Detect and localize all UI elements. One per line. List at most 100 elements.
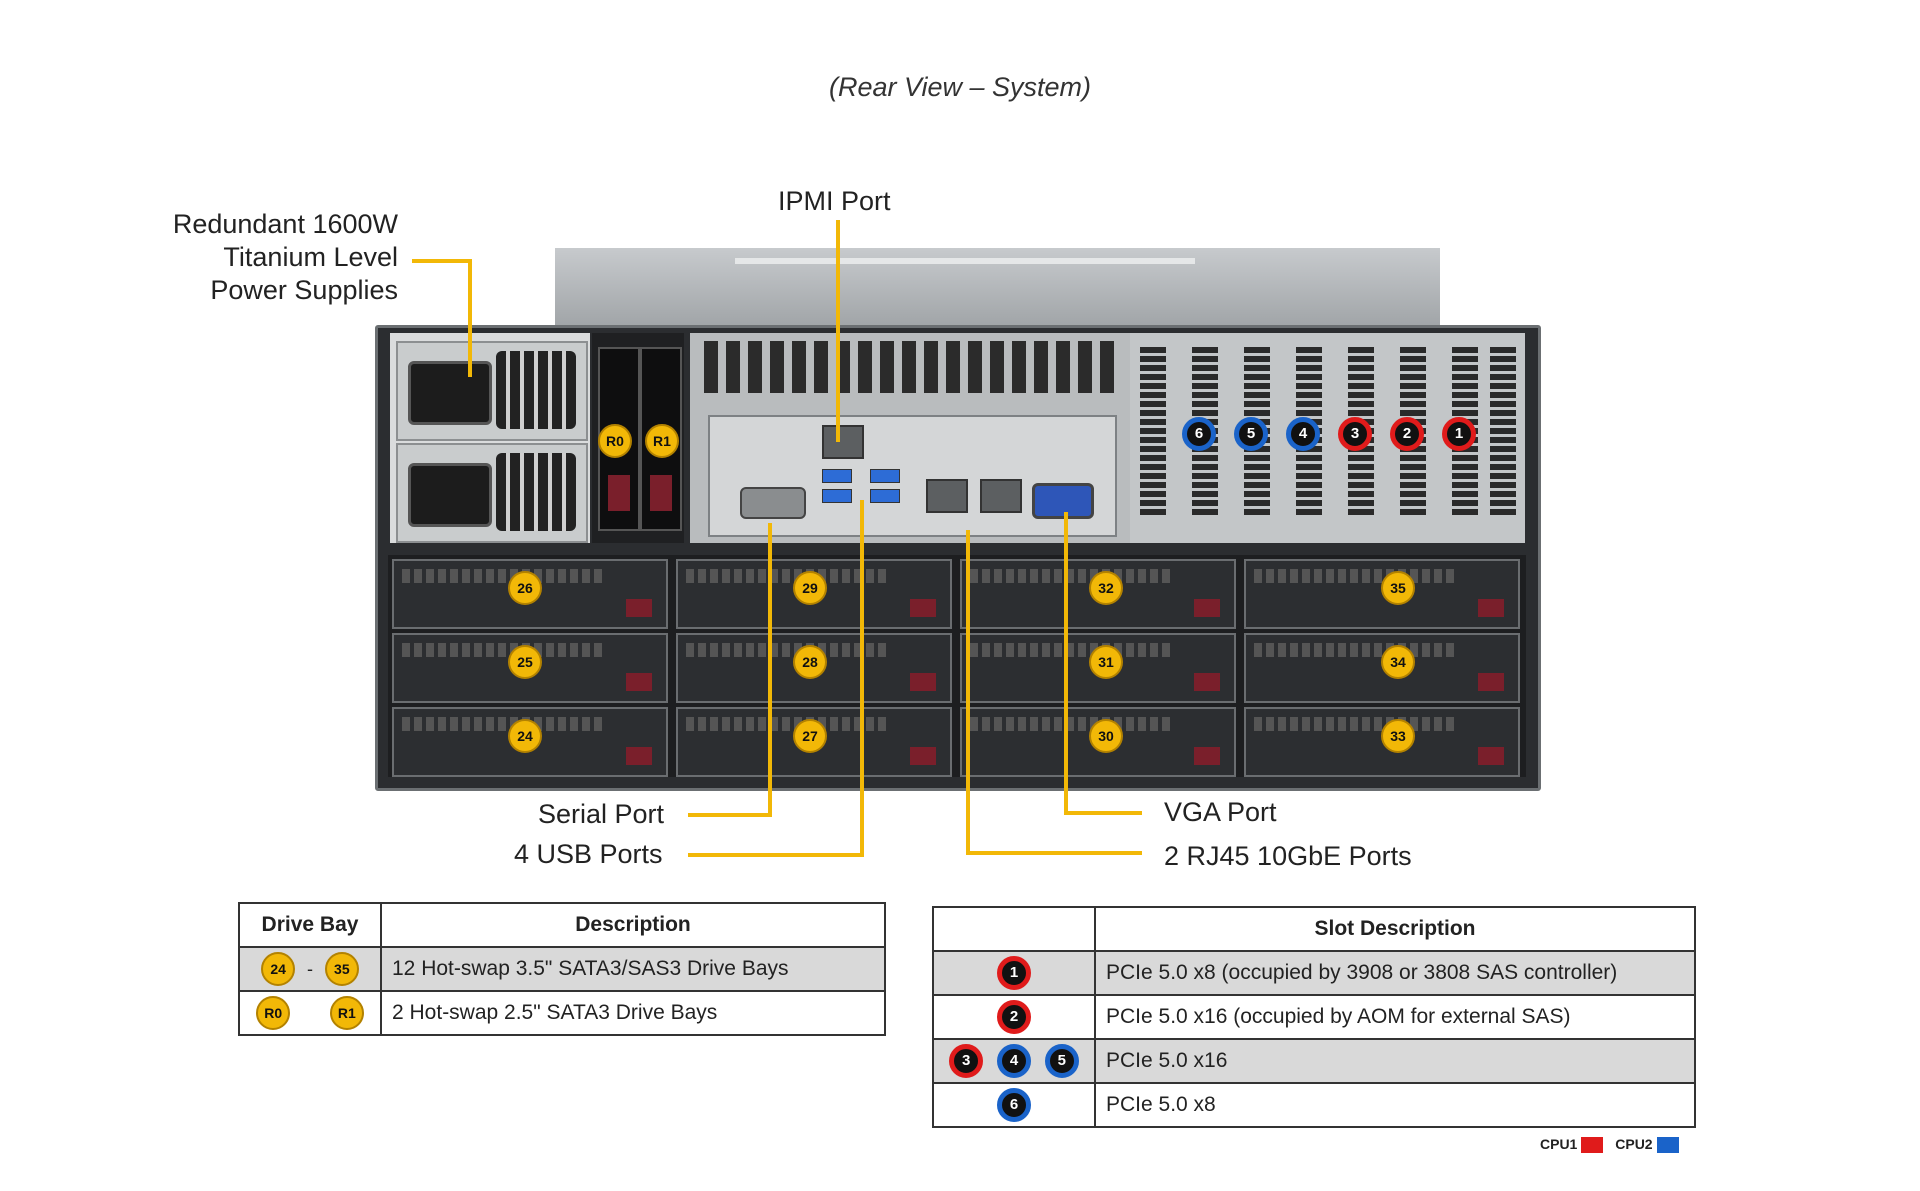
drive-tray	[392, 633, 668, 703]
range-dash: -	[307, 958, 313, 979]
rj45-port	[926, 479, 968, 513]
psu-fan-grille	[496, 351, 576, 429]
bay-badge: 25	[508, 645, 542, 679]
bay-badge-r1: R1	[645, 424, 679, 458]
slot-icon-cell: 1	[932, 950, 1096, 996]
power-inlet-icon	[408, 361, 492, 425]
slot-badge-1: 1	[1442, 417, 1476, 451]
slot-badge: 6	[997, 1088, 1031, 1122]
slot-badge-2: 2	[1390, 417, 1424, 451]
vga-leader-line	[1064, 811, 1142, 815]
description-cell: 12 Hot-swap 3.5" SATA3/SAS3 Drive Bays	[380, 946, 886, 992]
vent-grille	[704, 341, 1116, 393]
slot-badge-6: 6	[1182, 417, 1216, 451]
slot-icon-cell: 3 4 5	[932, 1038, 1096, 1084]
drive-handle	[626, 599, 652, 617]
bay-badge: 35	[1381, 571, 1415, 605]
rj45-ports-callout: 2 RJ45 10GbE Ports	[1164, 841, 1412, 871]
psu-fan-grille	[496, 453, 576, 531]
cpu-legend: CPU1 CPU2	[1540, 1136, 1687, 1154]
description-header: Description	[380, 902, 886, 948]
slot-badge: 5	[1044, 1044, 1079, 1078]
table-row: 1 PCIe 5.0 x8 (occupied by 3908 or 3808 …	[932, 950, 1696, 996]
usb-port	[870, 469, 900, 483]
bay-badge: 30	[1089, 719, 1123, 753]
usb-ports-callout: 4 USB Ports	[514, 839, 663, 869]
usb-port	[870, 489, 900, 503]
usb-leader-line	[688, 853, 864, 857]
bay-badge: R1	[329, 996, 364, 1030]
power-supply-unit	[396, 443, 588, 543]
slot-badge: 3	[949, 1044, 984, 1078]
drive-handle	[1194, 673, 1220, 691]
drive-latch	[608, 475, 630, 511]
rj45-port	[980, 479, 1022, 513]
bay-badge: 26	[508, 571, 542, 605]
slot-description-cell: PCIe 5.0 x8 (occupied by 3908 or 3808 SA…	[1094, 950, 1696, 996]
bay-badge-r0: R0	[598, 424, 632, 458]
drive-handle	[910, 747, 936, 765]
bay-badge: 33	[1381, 719, 1415, 753]
chassis-top-panel	[555, 248, 1440, 330]
expansion-slot-bracket	[1140, 347, 1166, 517]
slot-description-table: Slot Description 1 PCIe 5.0 x8 (occupied…	[932, 906, 1696, 1128]
vga-port-callout: VGA Port	[1164, 797, 1277, 827]
drive-latch	[650, 475, 672, 511]
power-supply-unit	[396, 341, 588, 441]
slot-icon-cell: 6	[932, 1082, 1096, 1128]
io-shield	[708, 415, 1117, 537]
table-row: 2 PCIe 5.0 x16 (occupied by AOM for exte…	[932, 994, 1696, 1040]
drive-handle	[1194, 747, 1220, 765]
drive-handle	[910, 673, 936, 691]
diagram-title: (Rear View – System)	[828, 72, 1092, 102]
slot-description-header: Slot Description	[1094, 906, 1696, 952]
ipmi-leader-line	[836, 220, 840, 442]
slot-icon-cell: 2	[932, 994, 1096, 1040]
drive-handle	[1194, 599, 1220, 617]
drive-tray	[676, 559, 952, 629]
serial-port-callout: Serial Port	[538, 799, 665, 829]
bay-badge: 24	[261, 952, 296, 986]
expansion-slot-bracket	[1490, 347, 1516, 517]
serial-leader-line	[688, 813, 772, 817]
rj45-leader-line	[966, 530, 970, 855]
bay-range-cell: 24 - 35	[238, 946, 382, 992]
table-row: 3 4 5 PCIe 5.0 x16	[932, 1038, 1696, 1084]
slot-description-cell: PCIe 5.0 x8	[1094, 1082, 1696, 1128]
bay-range-cell: R0 R1	[238, 990, 382, 1036]
bay-badge: 31	[1089, 645, 1123, 679]
cpu1-legend-label: CPU1	[1540, 1136, 1578, 1152]
psu-callout-line2: Titanium Level	[223, 242, 398, 272]
front-drive-bay-area	[388, 555, 1526, 777]
slot-icon-header	[932, 906, 1096, 952]
bay-badge: 28	[793, 645, 827, 679]
usb-port	[822, 489, 852, 503]
usb-port	[822, 469, 852, 483]
slot-badge: 4	[997, 1044, 1031, 1078]
vga-leader-line	[1064, 512, 1068, 815]
cpu2-legend-label: CPU2	[1615, 1136, 1653, 1152]
slot-description-cell: PCIe 5.0 x16	[1094, 1038, 1696, 1084]
slot-badge: 1	[997, 956, 1031, 990]
drive-handle	[1478, 599, 1504, 617]
drive-bay-table: Drive Bay Description 24 - 35 12 Hot-swa…	[238, 902, 886, 1036]
bay-badge: 32	[1089, 571, 1123, 605]
drive-tray	[392, 707, 668, 777]
power-supply-bay	[390, 333, 590, 543]
description-cell: 2 Hot-swap 2.5" SATA3 Drive Bays	[380, 990, 886, 1036]
bay-badge: 24	[508, 719, 542, 753]
drive-handle	[626, 747, 652, 765]
psu-callout-line1: Redundant 1600W	[172, 209, 398, 239]
slot-badge-3: 3	[1338, 417, 1372, 451]
drive-handle	[1478, 673, 1504, 691]
ipmi-port-callout: IPMI Port	[778, 186, 891, 216]
table-row: 6 PCIe 5.0 x8	[932, 1082, 1696, 1128]
power-inlet-icon	[408, 463, 492, 527]
slot-description-cell: PCIe 5.0 x16 (occupied by AOM for extern…	[1094, 994, 1696, 1040]
table-row: R0 R1 2 Hot-swap 2.5" SATA3 Drive Bays	[238, 990, 886, 1036]
bay-badge: 29	[793, 571, 827, 605]
psu-leader-line	[412, 259, 472, 263]
drive-handle	[626, 673, 652, 691]
serial-port	[740, 487, 806, 519]
io-area	[690, 333, 1130, 543]
